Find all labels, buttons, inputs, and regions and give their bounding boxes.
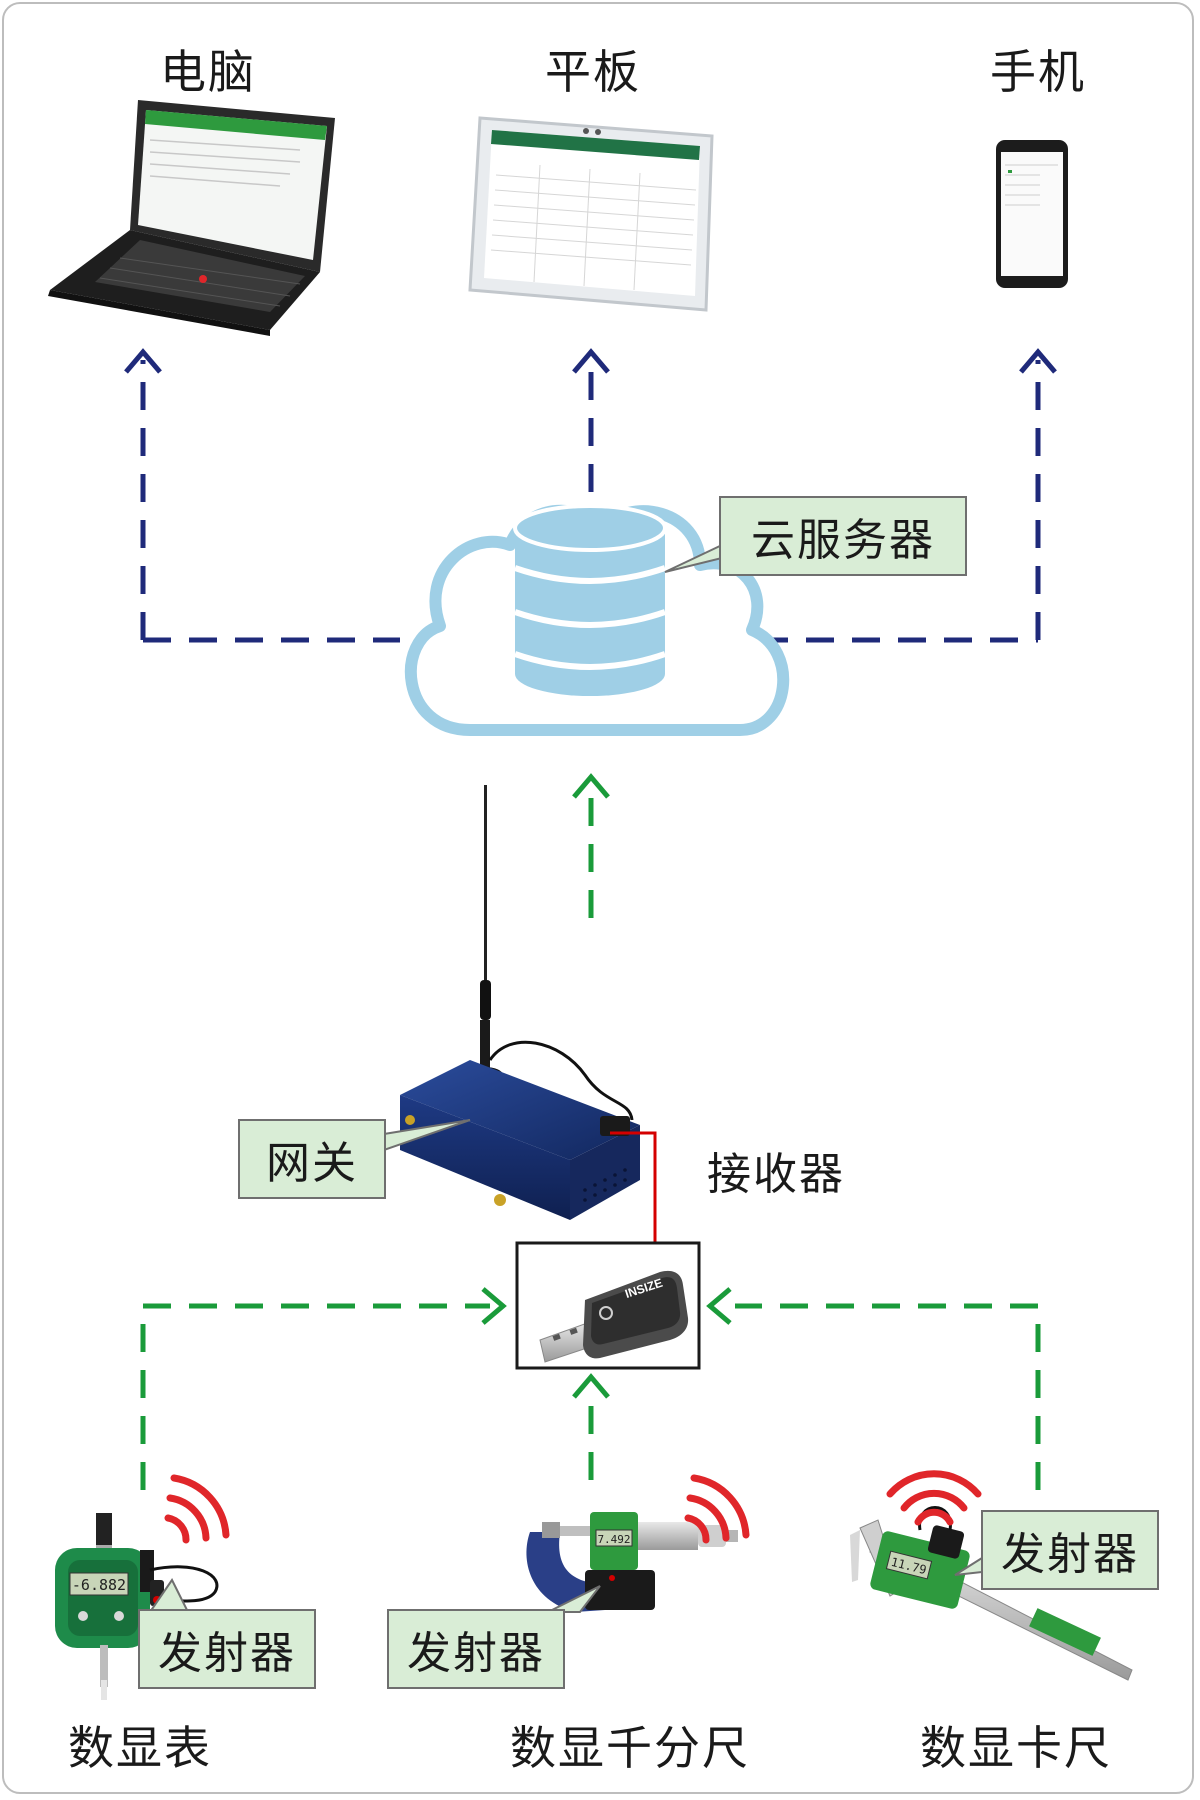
arrowhead-computer xyxy=(124,348,162,374)
transmitter-micrometer-callout: 发射器 xyxy=(387,1609,565,1689)
arrowhead-cloud xyxy=(572,773,610,799)
upstream-arrows xyxy=(124,348,1057,643)
downstream-arrows xyxy=(140,773,1041,1490)
server-database-icon xyxy=(513,504,667,696)
digital-indicator-image: -6.882 xyxy=(55,1513,219,1700)
indicator-label: 数显表 xyxy=(68,1721,212,1775)
digital-caliper-image: 11.79 xyxy=(850,1506,1133,1681)
arrowhead-receiver-right xyxy=(706,1287,732,1325)
digital-micrometer-image: 7.492 xyxy=(526,1512,738,1612)
laptop-image xyxy=(48,100,335,336)
arrowhead-receiver-bottom xyxy=(572,1373,610,1399)
tablet-label: 平板 xyxy=(545,45,641,99)
arrowhead-receiver-left xyxy=(481,1287,507,1325)
arrowhead-phone xyxy=(1019,348,1057,374)
svg-text:7.492: 7.492 xyxy=(597,1533,630,1546)
caliper-label: 数显卡尺 xyxy=(920,1721,1112,1775)
phone-label: 手机 xyxy=(990,45,1086,99)
gateway-device-image xyxy=(400,785,640,1220)
wireless-signal-icons xyxy=(164,1470,982,1544)
svg-text:-6.882: -6.882 xyxy=(72,1576,126,1594)
signal-indicator-icon xyxy=(164,1474,230,1544)
signal-micrometer-icon xyxy=(684,1474,750,1544)
computer-label: 电脑 xyxy=(160,45,256,99)
receiver-label: 接收器 xyxy=(707,1149,845,1200)
gateway-callout: 网关 xyxy=(238,1119,386,1199)
arrowhead-tablet xyxy=(572,348,610,374)
transmitter-caliper-callout: 发射器 xyxy=(981,1510,1159,1590)
transmitter-indicator-callout: 发射器 xyxy=(138,1609,316,1689)
tablet-image xyxy=(468,116,714,312)
phone-image xyxy=(996,140,1068,288)
usb-receiver-image: INSIZE xyxy=(539,1270,689,1363)
gateway-receiver-link xyxy=(610,1131,657,1243)
cloud-server-callout: 云服务器 xyxy=(719,496,967,576)
micrometer-label: 数显千分尺 xyxy=(510,1721,750,1775)
signal-caliper-icon xyxy=(886,1470,982,1526)
